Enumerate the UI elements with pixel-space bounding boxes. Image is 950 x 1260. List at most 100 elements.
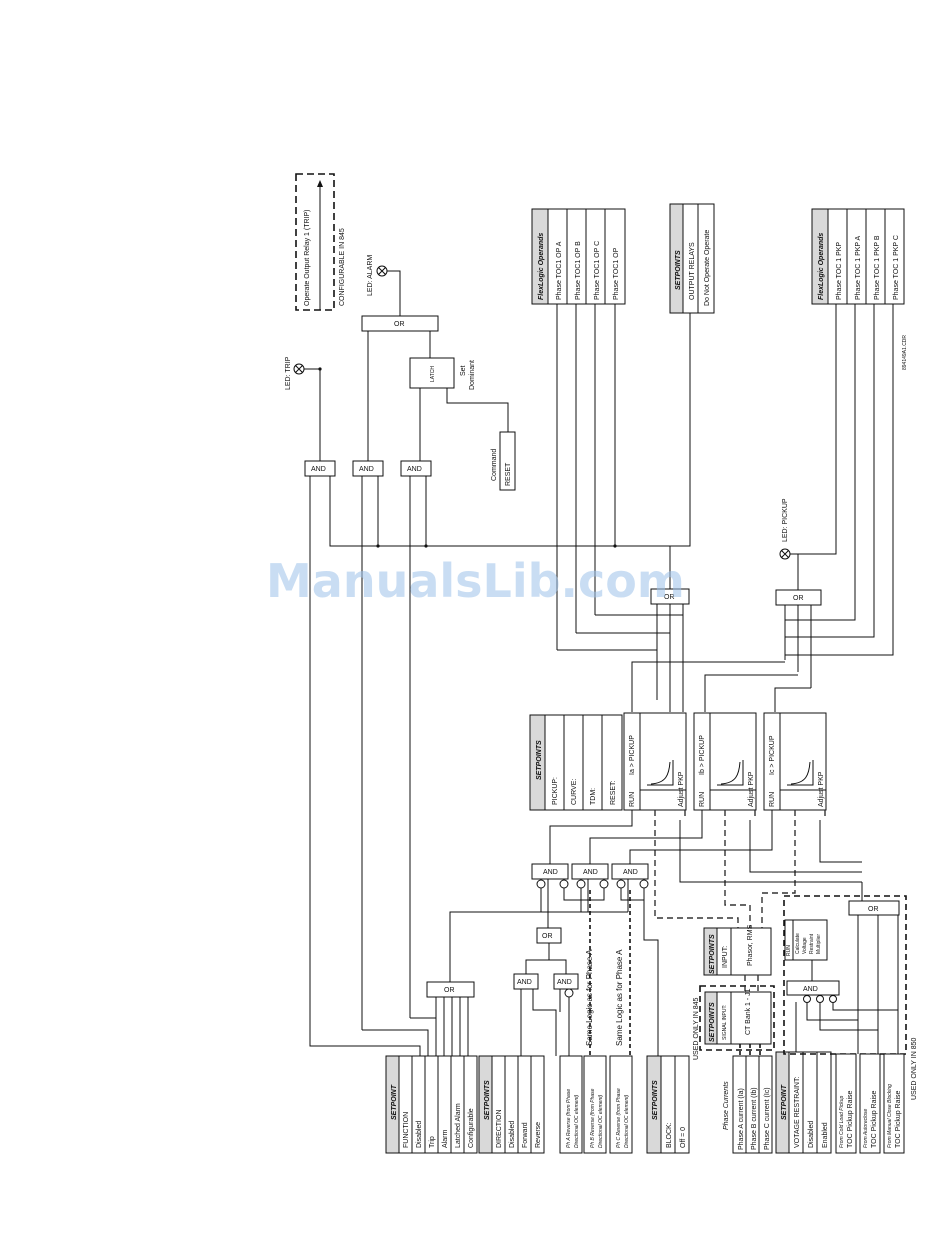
svg-text:Ia > PICKUP: Ia > PICKUP	[629, 735, 636, 775]
setpoint-direction-table: SETPOINTS DIRECTION Disabled Forward Rev…	[478, 1055, 545, 1154]
svg-text:OR: OR	[444, 987, 455, 994]
svg-text:SETPOINT: SETPOINT	[781, 1084, 788, 1120]
svg-text:CT Bank 1 - J1: CT Bank 1 - J1	[745, 988, 752, 1035]
svg-text:Latched Alarm: Latched Alarm	[455, 1103, 462, 1148]
svg-text:AND: AND	[407, 466, 422, 473]
phase-currents-table: Phase A current (Ia) Phase B current (Ib…	[732, 1055, 773, 1154]
svg-text:Trip: Trip	[429, 1136, 436, 1148]
svg-text:Phasor, RMS: Phasor, RMS	[747, 924, 754, 966]
svg-text:FlexLogic Operands: FlexLogic Operands	[538, 233, 545, 300]
flexlogic-pkp-table: FlexLogic Operands Phase TOC 1 PKP Phase…	[811, 208, 905, 305]
svg-text:Phase TOC1 OP A: Phase TOC1 OP A	[556, 241, 563, 300]
svg-text:AND: AND	[543, 869, 558, 876]
svg-text:Off = 0: Off = 0	[680, 1127, 687, 1148]
trip-relay-box	[295, 173, 335, 311]
latch-block	[409, 357, 455, 389]
svg-text:SIGNAL INPUT:: SIGNAL INPUT:	[722, 1005, 728, 1040]
used-only-845-region	[699, 985, 775, 1051]
svg-text:Ph B Reverse (from Phase: Ph B Reverse (from Phase	[590, 1088, 596, 1148]
flexlogic-op-table: FlexLogic Operands Phase TOC1 OP A Phase…	[531, 208, 626, 305]
svg-text:OR: OR	[793, 595, 804, 602]
svg-text:Adjust PKP: Adjust PKP	[678, 771, 685, 807]
used-only-845-label: USED ONLY IN 845	[693, 998, 700, 1060]
svg-text:Phase B current (Ib): Phase B current (Ib)	[751, 1087, 758, 1150]
svg-text:Phase A current (Ia): Phase A current (Ia)	[738, 1088, 745, 1150]
svg-text:Restraint: Restraint	[809, 933, 815, 954]
svg-text:Ph A Reverse (from Phase: Ph A Reverse (from Phase	[566, 1089, 572, 1148]
svg-text:RESET: RESET	[505, 462, 512, 486]
function-or-gate	[426, 981, 475, 998]
svg-text:From Manual Close Blocking: From Manual Close Blocking	[887, 1084, 893, 1148]
ph-c-reverse-input: Ph C Reverse (from Phase Directional OC …	[609, 1055, 633, 1154]
svg-text:Alarm: Alarm	[442, 1130, 449, 1148]
phase-b-and-gate	[571, 863, 609, 880]
svg-text:PICKUP:: PICKUP:	[552, 777, 559, 805]
svg-text:From Autoreclose: From Autoreclose	[863, 1109, 869, 1148]
voltage-restraint-and-gate	[786, 980, 840, 996]
latch-dominant-label: Dominant	[469, 360, 476, 390]
svg-text:TOC Pickup Raise: TOC Pickup Raise	[871, 1090, 878, 1148]
svg-text:Ph C Reverse (from Phase: Ph C Reverse (from Phase	[616, 1088, 622, 1148]
svg-text:OR: OR	[394, 321, 405, 328]
toc-element-b: Ib > PICKUP RUN Adjust PKP	[693, 712, 757, 811]
svg-text:Directional OC element): Directional OC element)	[598, 1094, 604, 1148]
svg-text:Disabled: Disabled	[416, 1121, 423, 1148]
svg-text:AND: AND	[803, 986, 818, 993]
setpoint-voltage-restraint: SETPOINT VOTAGE RESTRAINT: Disabled Enab…	[775, 1051, 832, 1154]
svg-text:Calculate: Calculate	[795, 933, 801, 954]
trip-arrow-head	[317, 180, 323, 187]
used-only-850-label: USED ONLY IN 850	[911, 1038, 918, 1100]
svg-text:Adjust PKP: Adjust PKP	[818, 771, 825, 807]
svg-text:INPUT:: INPUT:	[722, 946, 729, 968]
alarm-or-gate	[361, 315, 439, 332]
command-label: Command	[491, 449, 498, 481]
svg-text:Ic > PICKUP: Ic > PICKUP	[769, 735, 776, 775]
toc-raise-autoreclose: From Autoreclose TOC Pickup Raise	[859, 1053, 881, 1154]
alarm-and-gate	[352, 460, 384, 477]
svg-text:AND: AND	[557, 979, 572, 986]
led-trip-label: LED: TRIP	[285, 356, 292, 390]
ph-a-reverse-input: Ph A Reverse (from Phase Directional OC …	[559, 1055, 583, 1154]
svg-text:RUN: RUN	[699, 792, 706, 807]
svg-text:OR: OR	[868, 906, 879, 913]
svg-text:VOTAGE RESTRAINT:: VOTAGE RESTRAINT:	[794, 1077, 801, 1148]
ph-b-reverse-input: Ph B Reverse (from Phase Directional OC …	[583, 1055, 607, 1154]
svg-text:BLOCK:: BLOCK:	[666, 1122, 673, 1148]
svg-text:RUN: RUN	[786, 945, 792, 956]
svg-text:Enabled: Enabled	[822, 1122, 829, 1148]
svg-text:AND: AND	[311, 466, 326, 473]
setpoint-function-table: SETPOINT FUNCTION Disabled Trip Alarm La…	[385, 1055, 478, 1154]
svg-text:Ib > PICKUP: Ib > PICKUP	[699, 735, 706, 775]
trip-relay-label: Operate Output Relay 1 (TRIP)	[304, 210, 311, 306]
setpoint-input-phasor: SETPOINTS INPUT: Phasor, RMS	[703, 924, 772, 976]
setpoint-signal-input: SETPOINTS SIGNAL INPUT: CT Bank 1 - J1	[704, 988, 772, 1045]
led-pickup-label: LED: PICKUP	[782, 498, 789, 542]
svg-text:Adjust PKP: Adjust PKP	[748, 771, 755, 807]
latched-alarm-and-gate	[400, 460, 432, 477]
trip-relay-note: CONFIGURABLE IN 845	[339, 228, 346, 306]
svg-text:Multiplier: Multiplier	[816, 934, 822, 954]
svg-text:Directional OC element): Directional OC element)	[624, 1094, 630, 1148]
svg-text:AND: AND	[359, 466, 374, 473]
svg-text:SETPOINT: SETPOINT	[391, 1084, 398, 1120]
svg-text:OR: OR	[664, 594, 675, 601]
led-alarm-label: LED: ALARM	[367, 255, 374, 296]
svg-text:CURVE:: CURVE:	[571, 779, 578, 805]
svg-text:DIRECTION: DIRECTION	[496, 1110, 503, 1149]
toc-element-a: Ia > PICKUP RUN Adjust PKP	[623, 712, 687, 811]
svg-text:SETPOINTS: SETPOINTS	[484, 1080, 491, 1120]
svg-text:Voltage: Voltage	[802, 937, 808, 954]
svg-text:Phase TOC1 OP B: Phase TOC1 OP B	[575, 241, 582, 300]
voltage-restraint-calc-block: RUN Calculate Voltage Restraint Multipli…	[784, 919, 828, 961]
toc-element-c: Ic > PICKUP RUN Adjust PKP	[763, 712, 827, 811]
direction-and-gate-1	[513, 973, 539, 990]
svg-text:Phase TOC1 OP C: Phase TOC1 OP C	[594, 241, 601, 300]
svg-text:Phase C current (Ic): Phase C current (Ic)	[764, 1087, 771, 1150]
svg-text:AND: AND	[623, 869, 638, 876]
svg-text:FlexLogic Operands: FlexLogic Operands	[818, 233, 825, 300]
svg-text:TOC Pickup Raise: TOC Pickup Raise	[895, 1090, 902, 1148]
svg-text:Phase TOC1 OP: Phase TOC1 OP	[613, 247, 620, 300]
command-reset-box	[499, 431, 516, 491]
phase-currents-title: Phase Currents	[723, 1081, 730, 1130]
